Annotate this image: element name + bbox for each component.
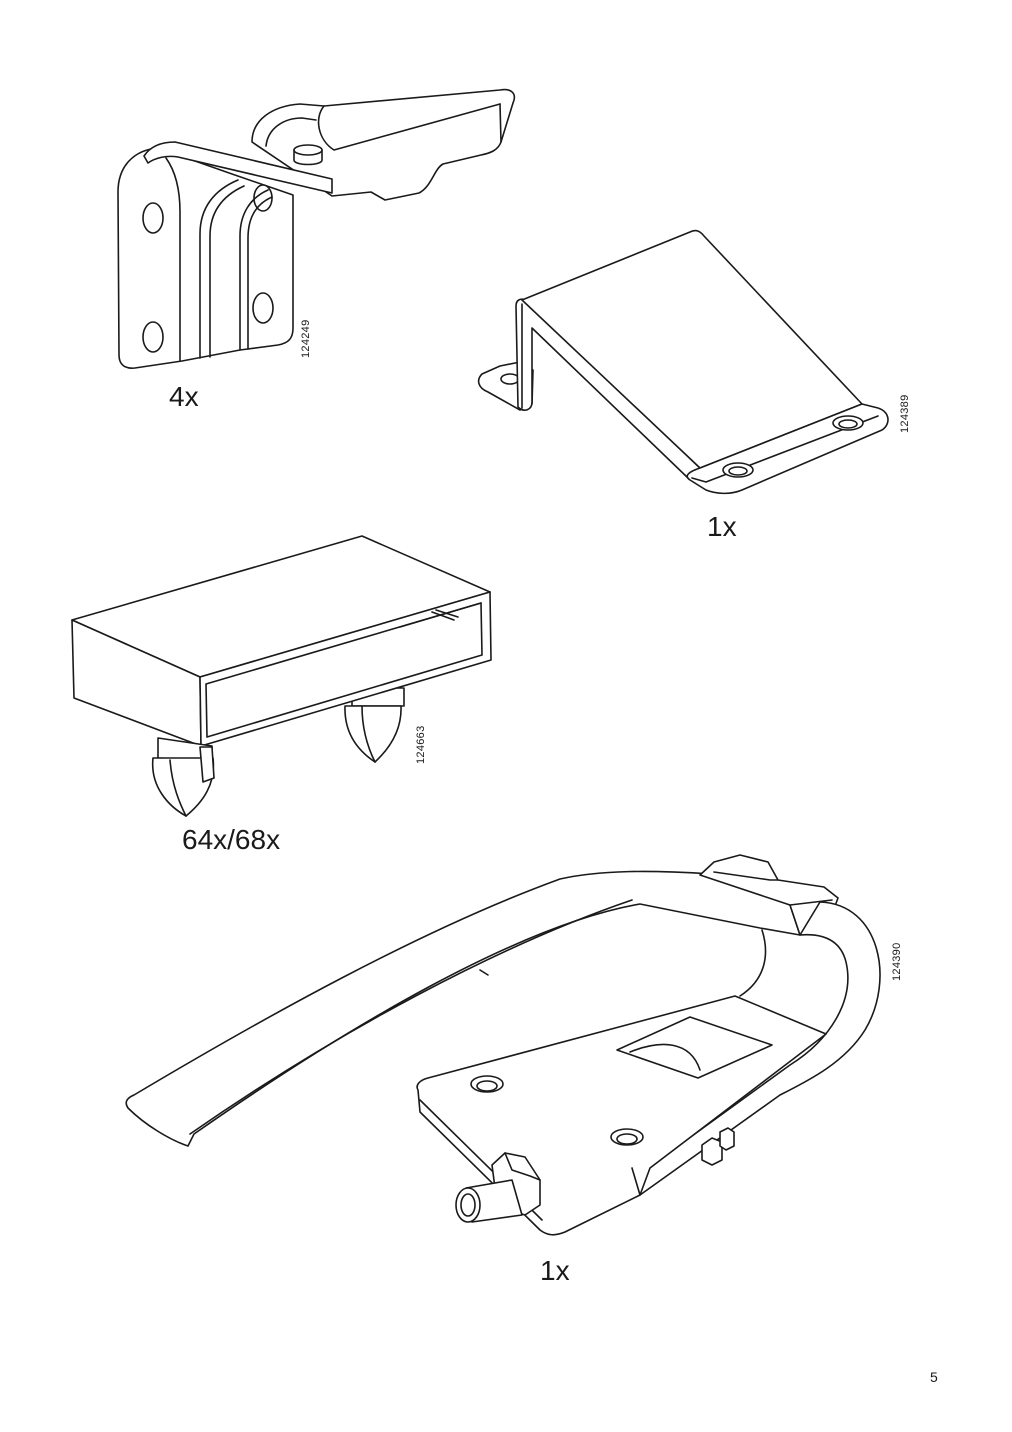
line-art-detail bbox=[189, 899, 633, 1135]
line-art-detail bbox=[205, 602, 483, 738]
plug-box-icon bbox=[71, 535, 492, 817]
line-art-detail bbox=[361, 705, 376, 763]
bolt bbox=[719, 1127, 735, 1151]
strap bbox=[125, 870, 801, 1147]
quantity-label: 64x/68x bbox=[182, 824, 281, 855]
corner-bracket-icon bbox=[117, 88, 516, 369]
line-art-detail bbox=[504, 1152, 541, 1181]
line-art-detail bbox=[739, 929, 767, 997]
bracket-wall bbox=[515, 298, 701, 479]
page-number: 5 bbox=[930, 1369, 938, 1385]
mounting-hole bbox=[252, 292, 274, 324]
quantity-label: 4x bbox=[169, 381, 199, 412]
bracket-top-flange bbox=[143, 141, 333, 194]
line-art-detail bbox=[476, 1080, 498, 1092]
line-art-detail bbox=[293, 144, 323, 156]
line-art-detail bbox=[460, 1193, 476, 1217]
hinge-loop bbox=[639, 901, 881, 1196]
plug-cone bbox=[344, 705, 402, 763]
line-art-detail bbox=[247, 196, 273, 350]
mounting-hole bbox=[142, 321, 164, 353]
line-art-detail bbox=[199, 179, 239, 359]
mounting-hole bbox=[142, 202, 164, 234]
article-number: 124663 bbox=[415, 725, 427, 764]
slope-face bbox=[521, 229, 863, 469]
mounting-hole bbox=[253, 184, 273, 212]
line-art-detail bbox=[165, 157, 181, 362]
line-art-detail bbox=[499, 103, 502, 143]
article-number: 124249 bbox=[300, 319, 312, 358]
quantity-label: 1x bbox=[540, 1255, 570, 1286]
line-art-detail bbox=[435, 609, 459, 618]
article-number: 124390 bbox=[891, 942, 903, 981]
plug-clip bbox=[199, 746, 215, 783]
bolt bbox=[701, 1137, 723, 1166]
line-art-detail bbox=[631, 1167, 641, 1196]
line-art-detail bbox=[629, 1043, 701, 1071]
quantity-label: 1x bbox=[707, 511, 737, 542]
plate-slot bbox=[616, 1016, 773, 1079]
mounting-hole bbox=[500, 373, 520, 385]
line-art-detail bbox=[691, 415, 879, 483]
line-art-detail bbox=[479, 969, 489, 976]
line-art-detail bbox=[209, 185, 245, 358]
line-art-detail bbox=[431, 611, 455, 621]
bracket-plate bbox=[117, 147, 294, 369]
ramp-bracket-icon bbox=[477, 229, 889, 495]
line-art-detail bbox=[169, 759, 187, 817]
line-art-detail bbox=[728, 466, 748, 476]
line-art-detail bbox=[265, 117, 317, 147]
line-art-detail bbox=[239, 189, 269, 351]
article-number: 124389 bbox=[899, 394, 911, 433]
line-art-detail bbox=[317, 103, 501, 151]
line-art-detail bbox=[616, 1133, 638, 1145]
strap-hinge-icon bbox=[125, 854, 881, 1236]
line-art-detail bbox=[789, 899, 833, 906]
line-art-detail bbox=[838, 419, 858, 429]
line-art-detail bbox=[713, 871, 779, 881]
